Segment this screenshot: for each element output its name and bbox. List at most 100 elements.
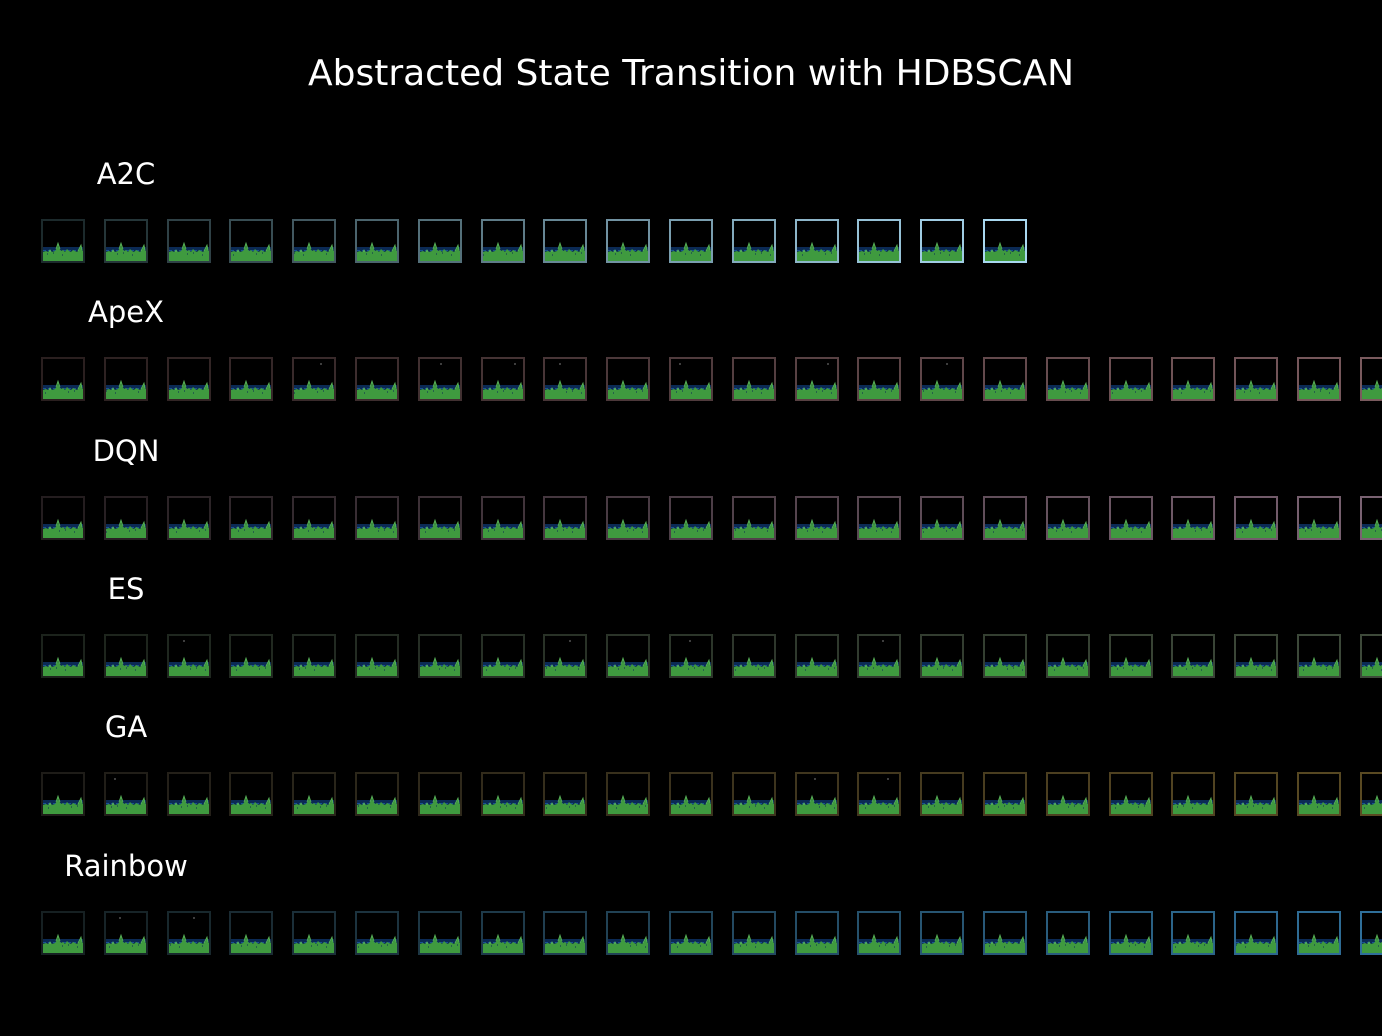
frame-terrain-ridge: [1367, 933, 1380, 944]
frame-agent-marker: [887, 778, 890, 781]
state-frame-a2c-1: [41, 219, 85, 263]
frame-thumbnail: [419, 933, 460, 953]
frame-thumbnail: [231, 794, 272, 815]
frame-terrain: [168, 657, 209, 676]
frame-terrain-ridge: [237, 933, 271, 944]
frame-terrain: [105, 657, 146, 676]
frame-terrain-speckle: [186, 252, 203, 256]
frame-terrain: [1299, 796, 1339, 815]
state-frame-dqn-11: [669, 495, 713, 540]
state-frame-a2c-5: [292, 219, 337, 263]
frame-terrain-speckle: [299, 667, 316, 671]
frame-thumbnail: [419, 656, 460, 676]
frame-terrain-speckle: [560, 944, 577, 947]
state-frame-es-21: [1297, 633, 1341, 678]
frame-terrain: [922, 243, 963, 261]
frame-terrain-speckle: [485, 667, 516, 671]
frame-thumbnail: [922, 933, 963, 953]
frame-thumbnail: [545, 241, 586, 261]
frame-thumbnail: [608, 241, 649, 261]
frame-terrain-ridge: [551, 380, 585, 391]
state-frame-apex-2: [103, 357, 148, 402]
frame-terrain: [1236, 657, 1277, 676]
frame-thumbnail: [733, 380, 774, 400]
frame-agent-marker: [113, 778, 116, 781]
state-frame-apex-21: [1297, 357, 1341, 402]
frame-terrain-speckle: [630, 944, 647, 947]
state-frame-apex-11: [669, 357, 713, 402]
frame-terrain: [1173, 796, 1214, 815]
frame-terrain: [419, 519, 460, 538]
frame-terrain: [985, 796, 1025, 815]
frame-terrain: [231, 934, 272, 953]
state-frame-ga-14: [857, 772, 902, 817]
state-frame-rainbow-3: [166, 910, 211, 955]
frame-thumbnail: [1299, 380, 1339, 400]
frame-thumbnail: [105, 241, 146, 261]
frame-terrain-speckle: [490, 944, 507, 947]
frame-terrain: [1173, 381, 1214, 400]
state-frame-ga-18: [1108, 772, 1153, 817]
state-frame-es-3: [166, 633, 211, 678]
frame-terrain-ridge: [237, 518, 271, 529]
frame-agent-marker: [569, 639, 572, 642]
state-frame-apex-5: [292, 357, 337, 402]
frame-terrain: [1236, 519, 1277, 538]
frame-terrain-speckle: [189, 667, 206, 671]
frame-terrain-ridge: [802, 933, 836, 944]
state-frame-apex-7: [417, 357, 462, 402]
frame-thumbnail: [985, 518, 1025, 538]
frame-terrain-ridge: [1367, 380, 1380, 391]
frame-terrain-speckle: [1305, 529, 1321, 533]
frame-terrain-speckle: [1242, 529, 1273, 533]
frame-agent-marker: [813, 778, 816, 781]
frame-terrain-speckle: [378, 529, 394, 533]
frame-terrain-speckle: [615, 252, 632, 256]
frame-terrain-speckle: [59, 529, 75, 533]
frame-terrain-speckle: [1053, 667, 1084, 671]
frame-terrain-ridge: [1241, 656, 1276, 668]
frame-terrain-speckle: [499, 805, 516, 809]
frame-terrain-ridge: [1116, 518, 1150, 529]
frame-terrain-speckle: [618, 667, 635, 671]
frame-terrain: [168, 519, 209, 538]
frame-thumbnail: [168, 639, 209, 676]
state-frame-a2c-8: [480, 219, 525, 263]
frame-terrain-speckle: [1177, 805, 1194, 809]
state-frame-a2c-12: [731, 219, 776, 263]
frame-terrain-ridge: [425, 933, 460, 944]
state-frame-es-2: [103, 633, 148, 678]
frame-terrain-ridge: [1241, 794, 1276, 806]
state-frame-apex-1: [41, 357, 85, 402]
state-frame-ga-13: [794, 772, 839, 817]
frame-water: [1361, 523, 1382, 532]
frame-terrain-ridge: [551, 933, 585, 944]
frame-thumbnail: [231, 933, 272, 953]
state-frame-ga-11: [669, 772, 713, 817]
frame-terrain-speckle: [804, 667, 835, 671]
state-frame-es-1: [41, 633, 85, 678]
frame-terrain: [357, 657, 397, 676]
frame-terrain: [419, 934, 460, 953]
frame-thumbnail: [733, 794, 774, 815]
state-frame-rainbow-8: [480, 910, 525, 955]
state-frame-es-19: [1171, 633, 1216, 678]
row-label-rainbow: Rainbow: [64, 848, 188, 883]
state-frame-dqn-12: [731, 495, 776, 540]
frame-thumbnail: [608, 518, 649, 538]
frame-thumbnail: [859, 241, 900, 261]
frame-thumbnail: [985, 380, 1025, 400]
frame-terrain-ridge: [1179, 933, 1213, 944]
frame-thumbnail: [1173, 794, 1214, 815]
frame-terrain-speckle: [937, 667, 954, 671]
frame-terrain: [294, 243, 335, 261]
frame-terrain: [43, 796, 83, 815]
frame-water: [1361, 938, 1382, 947]
frame-terrain: [1047, 934, 1088, 953]
frame-terrain-speckle: [175, 529, 206, 533]
frame-terrain-speckle: [438, 667, 455, 671]
state-frame-ga-4: [229, 772, 274, 817]
state-frame-es-22: [1359, 633, 1382, 678]
state-frame-a2c-4: [229, 219, 274, 263]
